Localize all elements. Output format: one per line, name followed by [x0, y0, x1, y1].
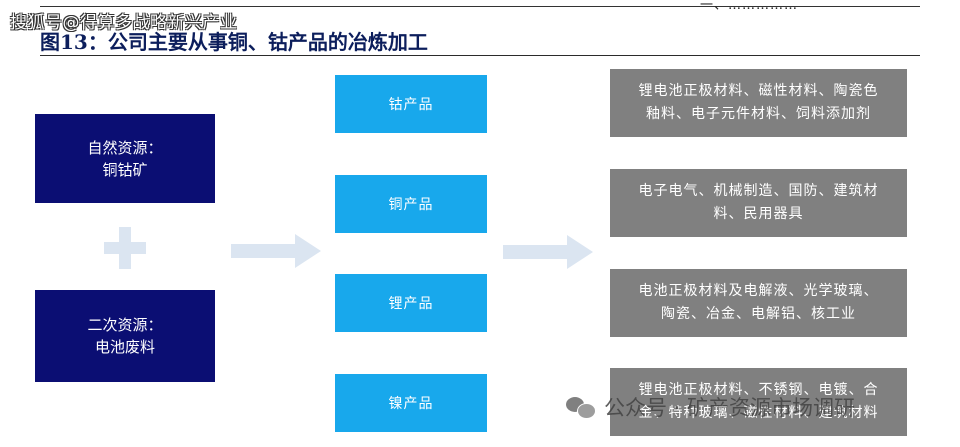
application-line: 陶瓷、冶金、电解铝、核工业: [661, 306, 856, 322]
wechat-icon: [566, 395, 596, 419]
source-label: 二次资源：: [87, 316, 163, 334]
application-line: 釉料、电子元件材料、饲料添加剂: [646, 106, 871, 122]
watermark-bottom-text: 公众号 · 矿产资源市场调研: [604, 396, 856, 420]
application-line: 料、民用器具: [713, 206, 804, 222]
application-box-cobalt: 锂电池正极材料、磁性材料、陶瓷色 釉料、电子元件材料、饲料添加剂: [610, 69, 907, 137]
source-label: 自然资源：: [87, 138, 163, 157]
application-box-lithium: 电池正极材料及电解液、光学玻璃、 陶瓷、冶金、电解铝、核工业: [610, 269, 907, 337]
application-line: 锂电池正极材料、不锈钢、电镀、合: [638, 382, 879, 398]
header-rule: [40, 6, 920, 7]
application-box-copper: 电子电气、机械制造、国防、建筑材 料、民用器具: [610, 169, 907, 237]
product-box-nickel: 镍产品: [335, 374, 487, 432]
application-line: 电池正极材料及电解液、光学玻璃、: [638, 283, 879, 299]
arrow-right-icon: [231, 234, 321, 268]
title-rule: [40, 55, 920, 56]
product-box-copper: 铜产品: [335, 175, 487, 233]
source-value: 铜钴矿: [102, 160, 148, 179]
figure-title: 图13：公司主要从事铜、钴产品的冶炼加工: [40, 30, 428, 54]
arrow-right-icon: [503, 235, 593, 269]
application-line: 电子电气、机械制造、国防、建筑材: [638, 183, 879, 199]
application-box-nickel: 锂电池正极材料、不锈钢、电镀、合 金、特种玻璃、磁性材料、建筑材料: [610, 368, 907, 436]
watermark-top: 搜狐号@得算多战略新兴产业: [10, 13, 238, 33]
source-value: 电池废料: [94, 338, 155, 356]
plus-icon: [104, 227, 146, 269]
source-box-natural: 自然资源： 铜钴矿: [35, 114, 215, 203]
header-fragment: 一、……………: [700, 0, 799, 13]
source-box-secondary: 二次资源： 电池废料: [35, 290, 215, 382]
application-line: 锂电池正极材料、磁性材料、陶瓷色: [638, 83, 879, 99]
product-box-cobalt: 钴产品: [335, 75, 487, 133]
watermark-bottom: 公众号 · 矿产资源市场调研: [566, 392, 855, 422]
application-line: 金、特种玻璃、磁性材料、建筑材料: [638, 405, 879, 421]
product-box-lithium: 锂产品: [335, 274, 487, 332]
